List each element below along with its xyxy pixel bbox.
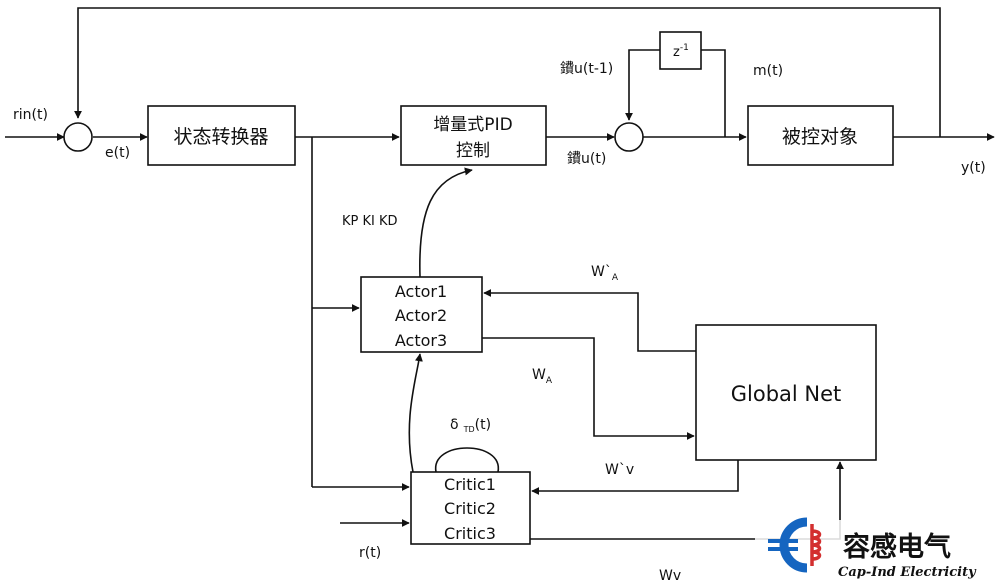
- logo-cn-text: 容感电气: [843, 531, 951, 563]
- delay-return-line: [625, 49, 660, 121]
- pid-block: [400, 105, 547, 166]
- actor-block: [360, 276, 483, 353]
- du-label: 鐨u(t): [567, 151, 606, 167]
- feedback-line: [74, 7, 941, 137]
- delay-label: z-1: [673, 43, 689, 60]
- actor-label-2: Actor2: [395, 306, 447, 325]
- global-net-label: Global Net: [731, 382, 842, 406]
- logo-capacitor-icon: [768, 539, 798, 551]
- summing-junction-control: [614, 122, 644, 152]
- critic-to-actor-line: [408, 353, 423, 473]
- td-tail: (t): [475, 417, 491, 433]
- gains-label: KP KI KD: [342, 214, 398, 229]
- summing-junction-error: [63, 122, 93, 152]
- output-label: y(t): [961, 160, 986, 176]
- w-a-prime-label: W`A: [591, 264, 619, 283]
- critic-block: [410, 471, 531, 545]
- pid-label-line1: 增量式PID: [433, 115, 512, 135]
- delay-exponent: -1: [680, 43, 689, 53]
- w-a-base: W: [532, 367, 546, 383]
- plant-label: 被控对象: [782, 126, 858, 148]
- global-to-critic-line: [531, 460, 739, 495]
- w-a-prime-base: W`: [591, 264, 612, 280]
- m-label: m(t): [753, 63, 783, 79]
- global-to-actor-line: [483, 289, 696, 352]
- td-base: δ: [450, 417, 459, 433]
- logo-en-text: Cap-Ind Electricity: [838, 565, 977, 580]
- actor-to-global-line: [482, 337, 695, 440]
- td-loop-line: [435, 447, 499, 473]
- state-converter-block: [147, 105, 296, 166]
- logo-c-icon: [779, 517, 808, 573]
- pid-label-line2: 控制: [456, 141, 490, 161]
- state-converter-label: 状态转换器: [173, 126, 268, 148]
- reward-label: r(t): [359, 545, 381, 561]
- brand-logo: 容感电气 Cap-Ind Electricity: [755, 517, 998, 582]
- delay-base: z: [673, 45, 680, 60]
- w-a-label: WA: [532, 367, 553, 386]
- w-a-sub: A: [546, 376, 553, 386]
- w-v-prime-label: W`v: [605, 462, 634, 478]
- du-prev-label: 鐨u(t-1): [560, 61, 613, 77]
- w-v-label: Wv: [659, 568, 681, 584]
- td-sub: TD: [463, 425, 475, 434]
- error-label: e(t): [105, 145, 130, 161]
- critic-label-3: Critic3: [444, 524, 496, 543]
- gains-curve-line: [419, 167, 473, 278]
- plant-block: [747, 105, 894, 166]
- critic-label-1: Critic1: [444, 475, 496, 494]
- rin-label: rin(t): [13, 107, 48, 123]
- delay-loop-line: [701, 49, 726, 137]
- actor-label-3: Actor3: [395, 331, 447, 350]
- delay-block: [659, 31, 702, 70]
- w-a-prime-sub: A: [612, 273, 619, 283]
- critic-label-2: Critic2: [444, 499, 496, 518]
- global-net-block: [695, 324, 877, 461]
- actor-label-1: Actor1: [395, 282, 447, 301]
- logo-inductor-icon: [810, 524, 822, 566]
